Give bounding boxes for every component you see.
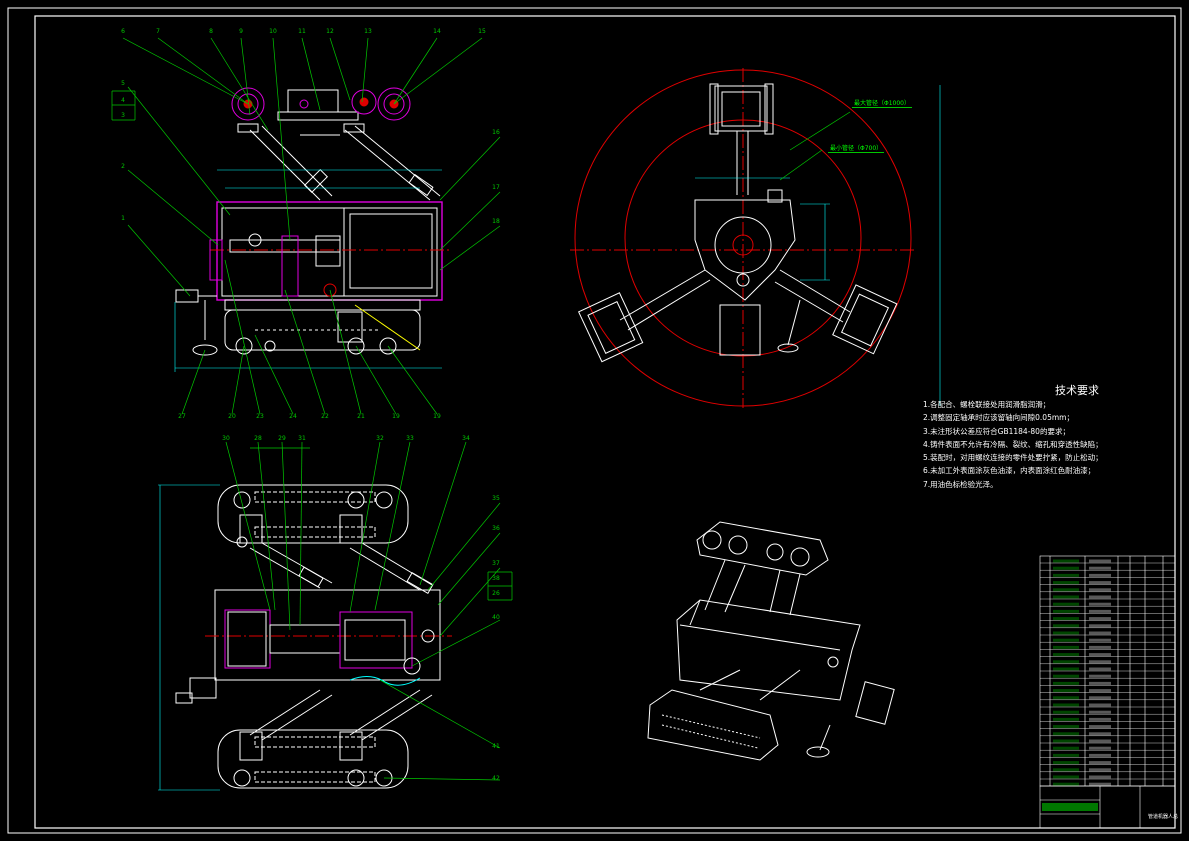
technical-requirements-list: 1.各配合、螺栓联接处用润滑脂润滑； 2.调整固定轴承时应该留轴向间隙0.05m…	[923, 398, 1103, 491]
balloon-35: 35	[492, 495, 500, 502]
tech-item: 5.装配时，对用螺纹连接的零件处要拧紧，防止松动；	[923, 451, 1103, 464]
balloon-27: 27	[178, 413, 186, 420]
balloon-5: 5	[121, 80, 125, 87]
balloon-24: 24	[289, 413, 297, 420]
balloon-9: 9	[239, 28, 243, 35]
balloon-14: 14	[433, 28, 441, 35]
balloon-4: 4	[121, 97, 125, 104]
tech-item: 3.未注形状公差应符合GB1184-80的要求；	[923, 425, 1103, 438]
balloon-33: 33	[406, 435, 414, 442]
balloon-38: 38	[492, 575, 500, 582]
balloon-26: 26	[492, 590, 500, 597]
balloon-6: 6	[121, 28, 125, 35]
balloon-7: 7	[156, 28, 160, 35]
balloon-23: 23	[256, 413, 264, 420]
tech-item: 6.未加工外表面涂灰色油漆，内表面涂红色耐油漆；	[923, 464, 1103, 477]
balloon-13: 13	[364, 28, 372, 35]
tech-item: 4.铸件表面不允许有冷隔、裂纹、缩孔和穿透性缺陷；	[923, 438, 1103, 451]
balloon-22: 22	[321, 413, 329, 420]
max-pipe-label: 最大管径（Φ1000）	[852, 98, 912, 108]
balloon-19: 19	[392, 413, 400, 420]
balloon-19: 19	[433, 413, 441, 420]
balloon-3: 3	[121, 112, 125, 119]
tech-item: 7.用油色标检验光泽。	[923, 478, 1103, 491]
balloon-18: 18	[492, 218, 500, 225]
technical-requirements-title: 技术要求	[1055, 382, 1099, 398]
balloon-41: 41	[492, 743, 500, 750]
balloon-8: 8	[209, 28, 213, 35]
balloon-28: 28	[254, 435, 262, 442]
balloon-21: 21	[357, 413, 365, 420]
balloon-36: 36	[492, 525, 500, 532]
balloon-12: 12	[326, 28, 334, 35]
balloon-1: 1	[121, 215, 125, 222]
balloon-17: 17	[492, 184, 500, 191]
balloon-31: 31	[298, 435, 306, 442]
balloon-40: 40	[492, 614, 500, 621]
min-pipe-label: 最小管径（Φ700）	[828, 143, 884, 153]
balloon-10: 10	[269, 28, 277, 35]
balloon-32: 32	[376, 435, 384, 442]
balloon-2: 2	[121, 163, 125, 170]
balloon-15: 15	[478, 28, 486, 35]
balloon-29: 29	[278, 435, 286, 442]
tech-item: 1.各配合、螺栓联接处用润滑脂润滑；	[923, 398, 1103, 411]
balloon-20: 20	[228, 413, 236, 420]
balloon-16: 16	[492, 129, 500, 136]
balloon-34: 34	[462, 435, 470, 442]
tech-item: 2.调整固定轴承时应该留轴向间隙0.05mm；	[923, 411, 1103, 424]
balloon-30: 30	[222, 435, 230, 442]
title-block-name: 管道机器人总	[1148, 813, 1178, 820]
balloon-11: 11	[298, 28, 306, 35]
balloon-42: 42	[492, 775, 500, 782]
balloon-37: 37	[492, 560, 500, 567]
